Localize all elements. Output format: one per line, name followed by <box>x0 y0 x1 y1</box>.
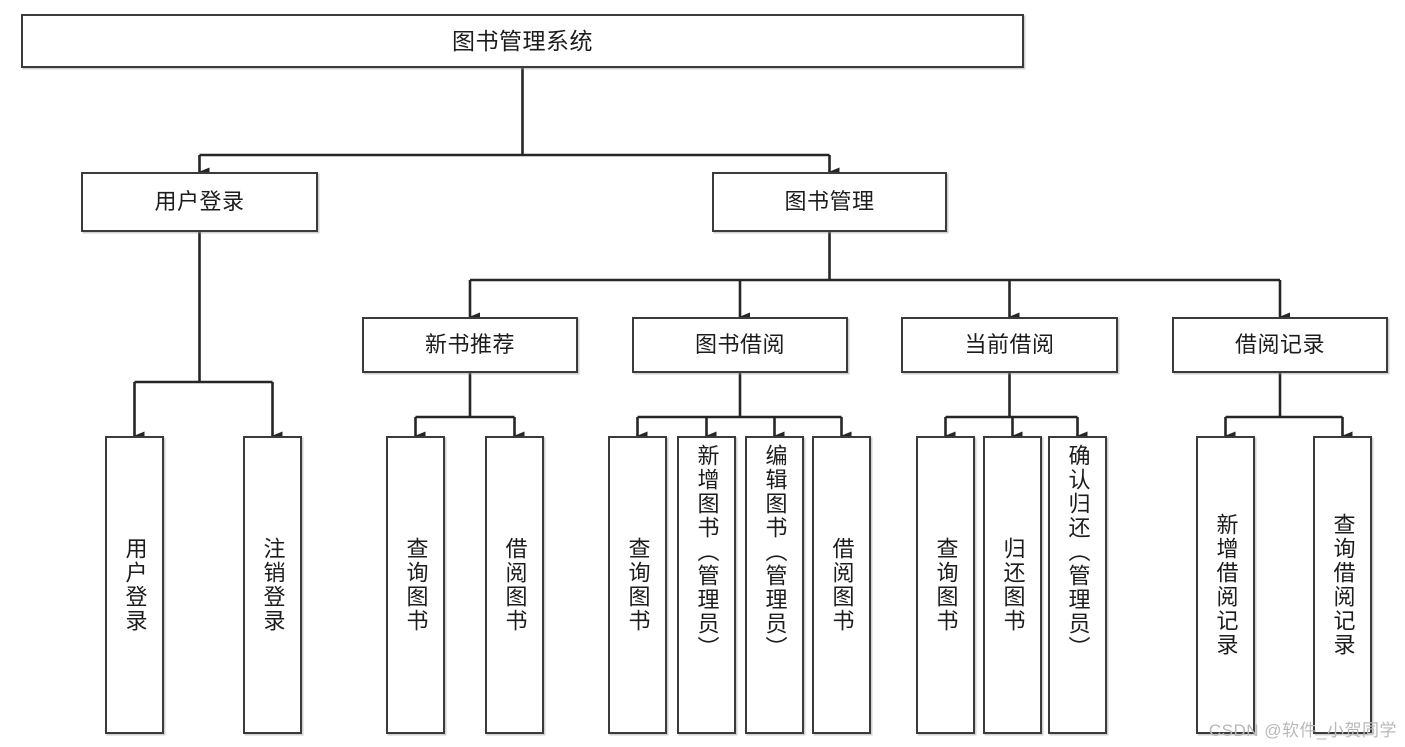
node-leaf-borrow-book-2[interactable]: 借阅图书 <box>812 436 871 734</box>
node-book-manage-label: 图书管理 <box>784 189 875 215</box>
node-user-login-label: 用户登录 <box>154 189 245 215</box>
node-current-borrow-label: 当前借阅 <box>964 332 1055 358</box>
node-user-login[interactable]: 用户登录 <box>81 172 318 232</box>
node-leaf-logout[interactable]: 注销登录 <box>243 436 302 734</box>
node-current-borrow[interactable]: 当前借阅 <box>901 317 1118 373</box>
node-leaf-borrow-book-1-label: 借阅图书 <box>502 537 528 633</box>
node-leaf-edit-book[interactable]: 编辑图书（管理员） <box>745 436 804 734</box>
node-leaf-query-book-1-label: 查询图书 <box>403 537 429 633</box>
node-leaf-query-book-3[interactable]: 查询图书 <box>916 436 975 734</box>
node-leaf-add-book-label: 新增图书（管理员） <box>694 444 720 660</box>
node-leaf-add-book[interactable]: 新增图书（管理员） <box>677 436 736 734</box>
node-leaf-return-book-label: 归还图书 <box>1000 537 1026 633</box>
node-leaf-borrow-book-1[interactable]: 借阅图书 <box>485 436 544 734</box>
node-book-borrow[interactable]: 图书借阅 <box>632 317 848 373</box>
node-leaf-confirm-return[interactable]: 确认归还（管理员） <box>1048 436 1107 734</box>
node-book-manage[interactable]: 图书管理 <box>712 172 947 232</box>
node-leaf-query-book-2-label: 查询图书 <box>625 537 651 633</box>
node-leaf-query-book-3-label: 查询图书 <box>933 537 959 633</box>
node-borrow-record-label: 借阅记录 <box>1234 332 1325 358</box>
node-leaf-query-record-label: 查询借阅记录 <box>1330 513 1356 657</box>
node-leaf-edit-book-label: 编辑图书（管理员） <box>762 444 788 660</box>
node-root[interactable]: 图书管理系统 <box>21 14 1024 68</box>
node-leaf-confirm-return-label: 确认归还（管理员） <box>1065 444 1091 660</box>
watermark: CSDN @软件_小贺同学 <box>1208 721 1397 740</box>
node-new-book-rec-label: 新书推荐 <box>424 332 515 358</box>
node-leaf-add-record[interactable]: 新增借阅记录 <box>1196 436 1255 734</box>
node-leaf-borrow-book-2-label: 借阅图书 <box>829 537 855 633</box>
node-new-book-rec[interactable]: 新书推荐 <box>362 317 578 373</box>
node-book-borrow-label: 图书借阅 <box>694 332 785 358</box>
node-leaf-return-book[interactable]: 归还图书 <box>983 436 1042 734</box>
node-leaf-query-record[interactable]: 查询借阅记录 <box>1313 436 1372 734</box>
node-borrow-record[interactable]: 借阅记录 <box>1172 317 1388 373</box>
node-leaf-add-record-label: 新增借阅记录 <box>1213 513 1239 657</box>
node-leaf-user-login[interactable]: 用户登录 <box>105 436 164 734</box>
node-leaf-query-book-2[interactable]: 查询图书 <box>608 436 667 734</box>
node-leaf-user-login-label: 用户登录 <box>122 537 148 633</box>
node-root-label: 图书管理系统 <box>452 27 593 54</box>
node-leaf-logout-label: 注销登录 <box>260 537 286 633</box>
node-leaf-query-book-1[interactable]: 查询图书 <box>386 436 445 734</box>
